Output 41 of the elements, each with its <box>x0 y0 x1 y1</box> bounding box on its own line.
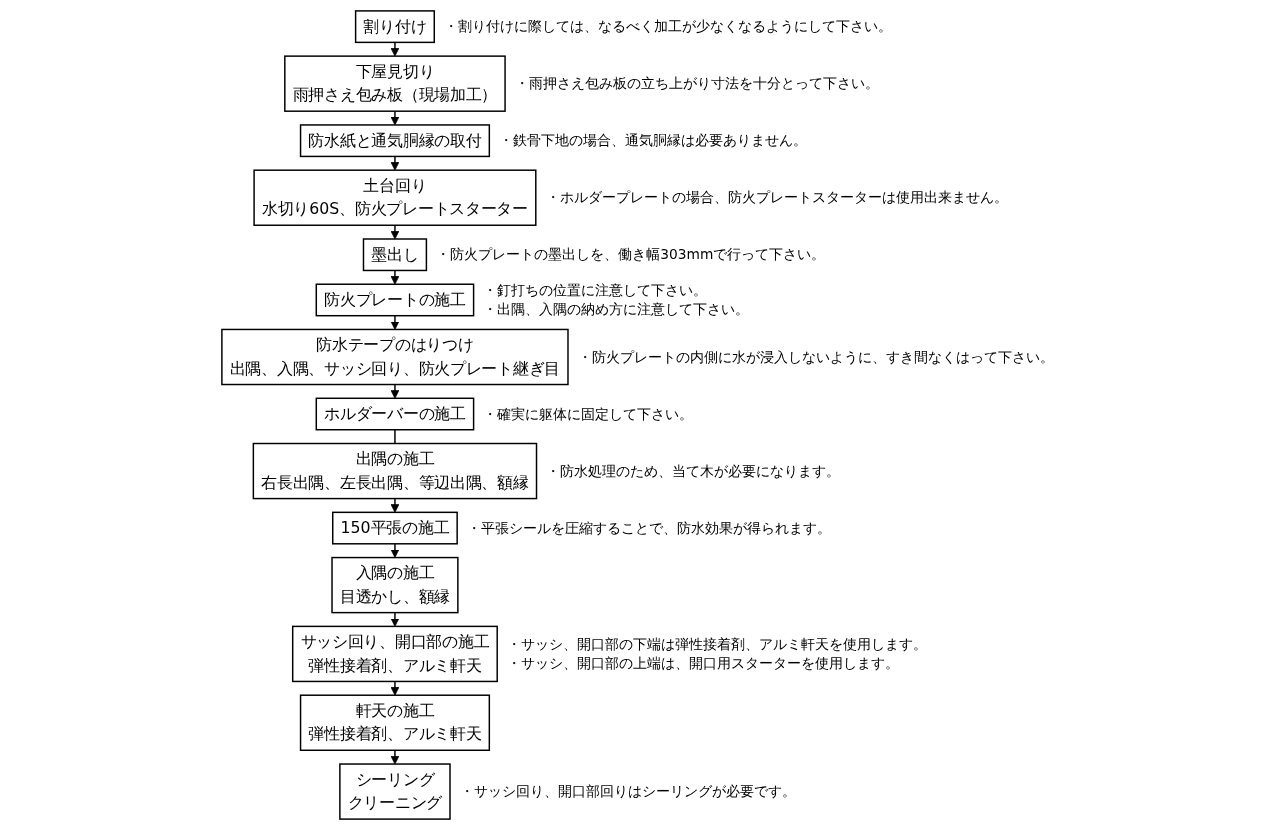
note-text: ・防水処理のため、当て木が必要になります。 <box>545 462 840 479</box>
note-text: ・確実に躯体に固定して下さい。 <box>482 405 693 422</box>
arrow <box>390 269 399 285</box>
arrow <box>390 110 399 126</box>
arrow <box>390 749 399 765</box>
node-box: 防火プレートの施工 <box>315 283 474 317</box>
node-box: 軒天の施工 弾性接着剤、アルミ軒天 <box>299 694 490 751</box>
node-box: 割り付け <box>354 10 435 44</box>
node-box: ホルダーバーの施工 <box>315 397 474 431</box>
arrow <box>390 680 399 696</box>
note-text: ・防火プレートの墨出しを、働き幅303mmで行って下さい。 <box>435 246 825 263</box>
arrow <box>390 314 399 330</box>
node-box: サッシ回り、開口部の施工 弾性接着剤、アルミ軒天 <box>291 625 498 683</box>
arrow <box>390 155 399 171</box>
note-text: ・釘打ちの位置に注意して下さい。 <box>482 282 707 299</box>
arrow <box>390 497 399 513</box>
arrow <box>390 611 399 627</box>
node-box: 防水テープのはりつけ 出隅、入隅、サッシ回り、防火プレート継ぎ目 <box>220 328 569 386</box>
note-text: ・出隅、入隅の納め方に注意して下さい。 <box>482 301 749 317</box>
note-text: ・防火プレートの内側に水が浸入しないように、すき間なくはって下さい。 <box>577 348 1054 365</box>
note-text: ・ホルダープレートの場合、防火プレートスターターは使用出来ません。 <box>545 189 1008 206</box>
arrow <box>390 41 399 57</box>
note-text: ・サッシ回り、開口部回りはシーリングが必要です。 <box>459 783 796 800</box>
connector <box>393 429 396 445</box>
node-box: シーリング クリーニング <box>338 763 451 820</box>
note-text: ・平張シールを圧縮することで、防水効果が得られます。 <box>466 519 831 536</box>
note-text: ・鉄骨下地の場合、通気胴縁は必要ありません。 <box>498 132 807 149</box>
node-box: 土台回り 水切り60S、防火プレートスターター <box>252 169 537 226</box>
arrow <box>390 383 399 399</box>
node-box: 下屋見切り 雨押さえ包み板（現場加工） <box>283 55 506 112</box>
node-box: 墨出し <box>362 238 427 272</box>
arrow <box>390 224 399 240</box>
node-box: 出隅の施工 右長出隅、左長出隅、等辺出隅、額縁 <box>252 442 537 500</box>
node-box: 入隅の施工 目透かし、額縁 <box>330 556 459 614</box>
node-box: 150平張の施工 <box>331 511 458 545</box>
note-text: ・サッシ、開口部の上端は、開口用スターターを使用します。 <box>506 654 899 671</box>
node-box: 防水紙と通気胴縁の取付 <box>299 124 490 158</box>
note-text: ・雨押さえ包み板の立ち上がり寸法を十分とって下さい。 <box>514 75 879 92</box>
note-text: ・サッシ、開口部の下端は弾性接着剤、アルミ軒天を使用します。 <box>506 636 927 653</box>
note-text: ・割り付けに際しては、なるべく加工が少なくなるようにして下さい。 <box>443 18 892 35</box>
arrow <box>390 543 399 558</box>
